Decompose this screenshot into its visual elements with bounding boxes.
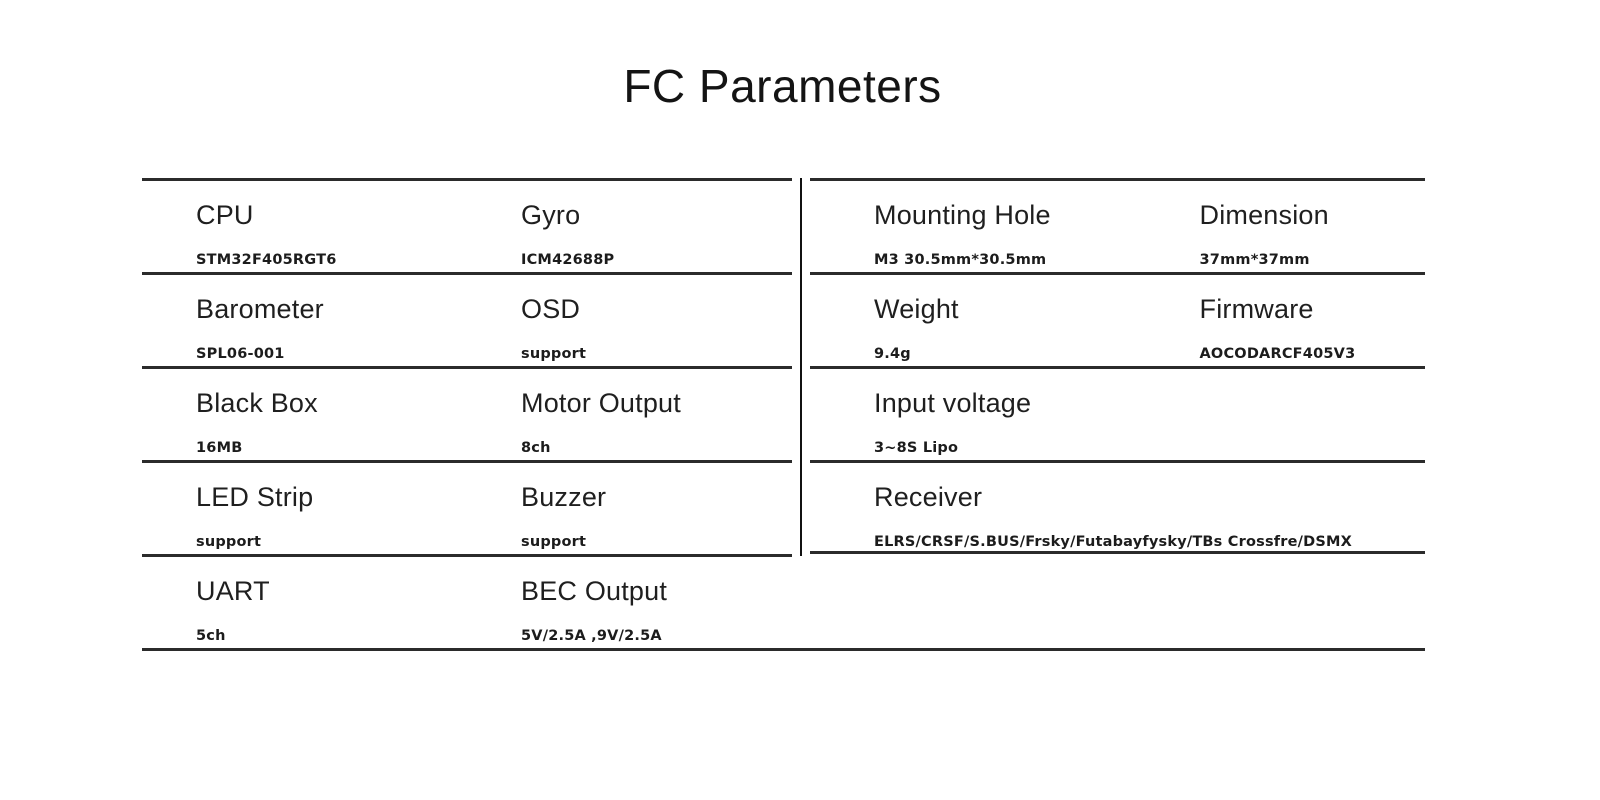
spec-value: 9.4g	[874, 346, 911, 362]
spec-value: 5ch	[196, 628, 226, 644]
spec-value: SPL06-001	[196, 346, 285, 362]
fc-spec-table-left: CPU STM32F405RGT6 Gyro ICM42688P Baromet…	[142, 178, 792, 648]
spec-value: support	[521, 534, 587, 550]
spec-cell-gyro: Gyro ICM42688P	[467, 181, 792, 272]
spec-label: Buzzer	[521, 482, 607, 512]
spec-cell-uart: UART 5ch	[142, 557, 467, 648]
spec-label: CPU	[196, 200, 254, 230]
spec-cell-led-strip: LED Strip support	[142, 463, 467, 554]
spec-label: Input voltage	[874, 388, 1032, 418]
spec-value: 8ch	[521, 440, 551, 456]
table-row: UART 5ch BEC Output 5V/2.5A ,9V/2.5A	[142, 554, 792, 648]
spec-label: Motor Output	[521, 388, 681, 418]
table-row: Weight 9.4g Firmware AOCODARCF405V3	[810, 272, 1425, 366]
table-row: LED Strip support Buzzer support	[142, 460, 792, 554]
spec-cell-cpu: CPU STM32F405RGT6	[142, 181, 467, 272]
spec-value: M3 30.5mm*30.5mm	[874, 252, 1047, 268]
spec-label: Barometer	[196, 294, 324, 324]
table-row: Mounting Hole M3 30.5mm*30.5mm Dimension…	[810, 178, 1425, 272]
spec-cell-barometer: Barometer SPL06-001	[142, 275, 467, 366]
spec-label: LED Strip	[196, 482, 314, 512]
table-divider-line	[800, 178, 802, 556]
spec-label: Receiver	[874, 482, 983, 512]
spec-label: Firmware	[1199, 294, 1314, 324]
spec-label: Mounting Hole	[874, 200, 1051, 230]
spec-cell-motor-output: Motor Output 8ch	[467, 369, 792, 460]
spec-value: support	[196, 534, 262, 550]
spec-cell-bec-output: BEC Output 5V/2.5A ,9V/2.5A	[467, 557, 792, 648]
spec-cell-input-voltage: Input voltage 3~8S Lipo	[810, 369, 1425, 460]
spec-value: 5V/2.5A ,9V/2.5A	[521, 628, 662, 644]
table-row: Black Box 16MB Motor Output 8ch	[142, 366, 792, 460]
spec-cell-weight: Weight 9.4g	[810, 275, 1118, 366]
spec-cell-receiver: Receiver ELRS/CRSF/S.BUS/Frsky/Futabayfy…	[810, 463, 1425, 551]
table-row: Barometer SPL06-001 OSD support	[142, 272, 792, 366]
table-row: Input voltage 3~8S Lipo	[810, 366, 1425, 460]
spec-cell-mounting-hole: Mounting Hole M3 30.5mm*30.5mm	[810, 181, 1118, 272]
spec-value: 37mm*37mm	[1199, 252, 1310, 268]
bottom-rule-line	[142, 648, 1425, 651]
spec-value: AOCODARCF405V3	[1199, 346, 1356, 362]
spec-cell-buzzer: Buzzer support	[467, 463, 792, 554]
spec-value: 16MB	[196, 440, 243, 456]
spec-label: Weight	[874, 294, 959, 324]
spec-label: Dimension	[1199, 200, 1329, 230]
fc-spec-table-right: Mounting Hole M3 30.5mm*30.5mm Dimension…	[810, 178, 1425, 554]
spec-value: ELRS/CRSF/S.BUS/Frsky/Futabayfysky/TBs C…	[874, 534, 1353, 550]
spec-label: Black Box	[196, 388, 318, 418]
table-row: CPU STM32F405RGT6 Gyro ICM42688P	[142, 178, 792, 272]
spec-cell-osd: OSD support	[467, 275, 792, 366]
spec-cell-black-box: Black Box 16MB	[142, 369, 467, 460]
spec-cell-firmware: Firmware AOCODARCF405V3	[1118, 275, 1426, 366]
spec-value: ICM42688P	[521, 252, 615, 268]
spec-value: support	[521, 346, 587, 362]
spec-label: BEC Output	[521, 576, 668, 606]
spec-label: OSD	[521, 294, 581, 324]
spec-label: UART	[196, 576, 270, 606]
spec-value: STM32F405RGT6	[196, 252, 337, 268]
table-row: Receiver ELRS/CRSF/S.BUS/Frsky/Futabayfy…	[810, 460, 1425, 554]
page-title: FC Parameters	[623, 60, 942, 112]
spec-value: 3~8S Lipo	[874, 440, 959, 456]
spec-label: Gyro	[521, 200, 581, 230]
spec-cell-dimension: Dimension 37mm*37mm	[1118, 181, 1426, 272]
